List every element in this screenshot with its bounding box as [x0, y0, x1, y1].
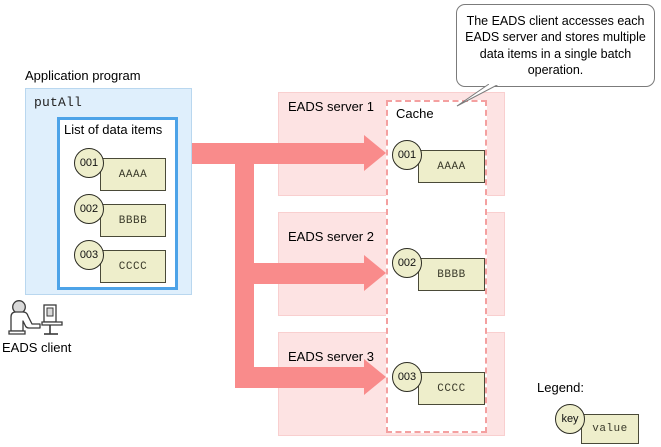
list-item-3-key: 003 [79, 249, 99, 261]
arrow-branch-2 [235, 263, 364, 284]
application-program-title: Application program [25, 68, 141, 83]
list-item-3-value: CCCC [118, 260, 148, 273]
cache-item-2-value-box: BBBB [418, 258, 485, 291]
eads-client-icon [6, 300, 70, 343]
cache-item-1-value: AAAA [437, 160, 466, 173]
arrow-branch-3 [235, 367, 364, 388]
list-item-3-value-box: CCCC [100, 250, 166, 283]
arrow-branch-1 [192, 143, 364, 164]
legend-value-box: value [581, 414, 639, 444]
cache-item-2-value: BBBB [437, 268, 466, 281]
list-item-2-key-circle: 002 [74, 194, 104, 224]
list-item-1-value-box: AAAA [100, 158, 166, 191]
cache-label: Cache [396, 106, 434, 121]
legend-title: Legend: [537, 380, 584, 395]
putall-method-label: putAll [34, 95, 83, 110]
cache-item-3-key: 003 [397, 371, 417, 383]
arrow-head-1 [364, 135, 386, 171]
cache-item-2-key-circle: 002 [392, 248, 422, 278]
cache-item-1-key: 001 [397, 149, 417, 161]
list-item-3-key-circle: 003 [74, 240, 104, 270]
arrow-head-2 [364, 255, 386, 291]
list-item-2-key: 002 [79, 203, 99, 215]
list-item-1-value: AAAA [118, 168, 148, 181]
legend-value: value [592, 423, 628, 435]
eads-server-3-label: EADS server 3 [288, 349, 374, 364]
cache-item-1-key-circle: 001 [392, 140, 422, 170]
eads-client-label: EADS client [2, 340, 72, 355]
cache-item-3-value: CCCC [437, 382, 466, 395]
list-item-1-key: 001 [79, 157, 99, 169]
list-item-2-value: BBBB [118, 214, 148, 227]
legend-key-circle: key [555, 404, 585, 434]
eads-server-1-label: EADS server 1 [288, 99, 374, 114]
cache-item-2-key: 002 [397, 257, 417, 269]
arrow-head-3 [364, 359, 386, 395]
list-item-1-key-circle: 001 [74, 148, 104, 178]
cache-item-3-value-box: CCCC [418, 372, 485, 405]
list-item-2-value-box: BBBB [100, 204, 166, 237]
callout-bubble: The EADS client accesses each EADS serve… [456, 4, 655, 87]
legend-key: key [561, 413, 579, 425]
callout-tail-icon [456, 84, 500, 107]
data-item-list-title: List of data items [64, 122, 163, 137]
cache-item-3-key-circle: 003 [392, 362, 422, 392]
eads-server-2-label: EADS server 2 [288, 229, 374, 244]
cache-item-1-value-box: AAAA [418, 150, 485, 183]
callout-text: The EADS client accesses each EADS serve… [465, 13, 646, 78]
